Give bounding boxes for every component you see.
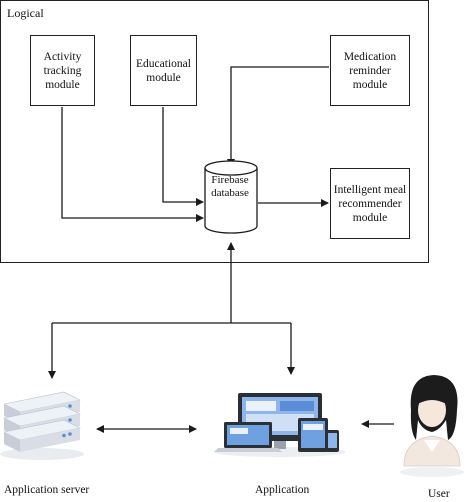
medication-module-label: Medication reminder module (343, 50, 397, 91)
medication-to-db-arrow (227, 66, 329, 167)
devices-icon (214, 393, 346, 457)
educational-to-db-arrow (162, 107, 204, 206)
intelligent-meal-module: Intelligent meal recommender module (330, 168, 410, 239)
application-server-label: Application server (4, 484, 90, 496)
meal-module-label: Intelligent meal recommender module (333, 183, 407, 224)
logical-frame: Logical (0, 0, 429, 263)
educational-module-label: Educational module (136, 57, 191, 84)
firebase-database-cylinder (204, 160, 258, 234)
server-stack-icon (0, 391, 84, 460)
activity-module-label: Activity tracking module (43, 50, 82, 91)
educational-module: Educational module (130, 35, 197, 106)
medication-reminder-module: Medication reminder module (330, 35, 410, 106)
activity-tracking-module: Activity tracking module (30, 35, 95, 106)
frame-title: Logical (7, 6, 44, 20)
user-label: User (428, 488, 450, 500)
application-label: Application (255, 484, 310, 496)
user-icon (400, 375, 464, 477)
firebase-database-label: Firebase database (211, 174, 249, 199)
activity-to-db-arrow (61, 107, 204, 222)
